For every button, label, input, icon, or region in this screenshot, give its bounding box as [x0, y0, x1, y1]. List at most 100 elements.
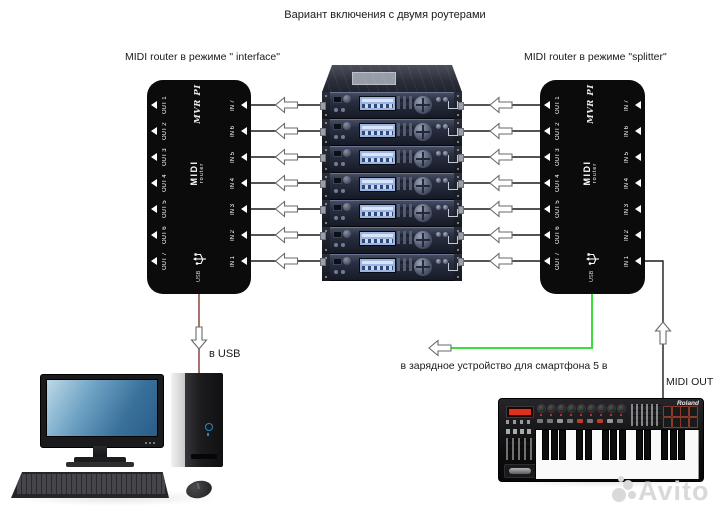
watermark-text: Avito — [638, 476, 710, 506]
in-port-label: IN 1 — [624, 255, 630, 267]
black-key — [584, 430, 592, 460]
out-port-triangle — [544, 153, 550, 161]
usb-connection-label: в USB — [209, 348, 241, 360]
in-port-triangle — [635, 153, 641, 161]
synth-brand-logo: Roland — [676, 400, 699, 407]
out-port-triangle — [151, 257, 157, 265]
monitor-stand-foot — [66, 462, 134, 467]
in-port-triangle — [635, 127, 641, 135]
synth-knob — [607, 404, 616, 413]
out-port-triangle — [544, 179, 550, 187]
synth-button-row — [537, 419, 629, 424]
synth-knob-led — [570, 414, 572, 416]
synth-small-button — [597, 419, 603, 423]
black-key — [559, 430, 567, 460]
synth-pad — [680, 417, 690, 428]
black-key — [618, 430, 626, 460]
router-brand-label: MVR PI — [193, 84, 203, 124]
synth-knob-led — [620, 414, 622, 416]
rack-sound-module — [320, 200, 464, 227]
in-port-triangle — [635, 179, 641, 187]
synth-pad — [663, 406, 672, 417]
computer-keyboard — [11, 472, 169, 498]
synth-pad — [671, 417, 681, 428]
in-port-triangle — [635, 257, 641, 265]
midi-logo-text: MIDI — [582, 160, 592, 186]
in-port-label: IN 6 — [624, 125, 630, 137]
rack-top-panel — [322, 65, 462, 92]
out-port-triangle — [151, 205, 157, 213]
usb-port-label: USB — [196, 270, 202, 282]
synth-small-button — [567, 419, 573, 423]
out-port-label: OUT 6 — [162, 226, 168, 244]
router-logo-text: router — [592, 162, 598, 184]
synth-knob — [547, 404, 556, 413]
black-key — [542, 430, 550, 460]
synth-piano-keys — [535, 429, 699, 480]
out-port-label: OUT 1 — [162, 96, 168, 114]
out-port-label: OUT 3 — [555, 148, 561, 166]
out-port-label: OUT 3 — [162, 148, 168, 166]
in-port-label: IN 5 — [624, 151, 630, 163]
synth-small-button — [547, 419, 553, 423]
in-port-label: IN 7 — [230, 99, 236, 111]
rack-module-stack — [320, 65, 464, 281]
synth-pad — [680, 406, 690, 417]
synth-knob-led — [560, 414, 562, 416]
black-key — [610, 430, 618, 460]
synth-knob-led — [590, 414, 592, 416]
synth-display-buttons — [506, 420, 532, 424]
out-port-label: OUT 4 — [162, 174, 168, 192]
in-port-label: IN 4 — [230, 177, 236, 189]
out-port-label: OUT 5 — [555, 200, 561, 218]
in-port-triangle — [241, 205, 247, 213]
out-port-triangle — [544, 101, 550, 109]
black-key — [644, 430, 652, 460]
synth-small-button — [617, 419, 623, 423]
midi-out-label: MIDI OUT — [666, 376, 714, 388]
synth-knob — [557, 404, 566, 413]
rack-top-sticker — [352, 72, 396, 85]
in-port-triangle — [635, 231, 641, 239]
right-router-caption: MIDI router в режиме "splitter" — [524, 51, 667, 63]
usb-icon — [584, 251, 600, 267]
out-port-label: OUT 1 — [555, 96, 561, 114]
synth-knob-led — [600, 414, 602, 416]
synth-control-grid — [506, 438, 532, 460]
in-port-triangle — [241, 231, 247, 239]
monitor-screen — [46, 379, 158, 437]
left-router-caption: MIDI router в режиме " interface" — [125, 51, 280, 63]
out-port-triangle — [544, 205, 550, 213]
in-port-triangle — [241, 101, 247, 109]
watermark-logo-circle — [618, 476, 624, 482]
midi-controller-keyboard: Roland — [498, 398, 704, 482]
white-key — [689, 430, 699, 479]
tower-drive-slot — [191, 454, 217, 459]
tower-side-panel — [171, 373, 185, 467]
out-port-triangle — [544, 127, 550, 135]
synth-knob — [587, 404, 596, 413]
black-key — [678, 430, 686, 460]
synth-knob — [617, 404, 626, 413]
synth-transport-buttons — [506, 429, 532, 434]
synth-knob-led — [610, 414, 612, 416]
watermark-logo-circle — [623, 480, 633, 490]
black-key — [601, 430, 609, 460]
synth-pitch-bender — [504, 464, 536, 478]
out-port-label: OUT 7 — [555, 252, 561, 270]
in-port-triangle — [635, 205, 641, 213]
watermark-logo-circle — [612, 488, 626, 502]
in-port-label: IN 3 — [624, 203, 630, 215]
synth-label-matrix — [631, 404, 661, 426]
watermark-logo-circle — [628, 491, 636, 499]
synth-pad — [671, 406, 681, 417]
synth-pad — [689, 417, 699, 428]
synth-knob-led — [550, 414, 552, 416]
computer-tower — [171, 373, 223, 467]
out-port-label: OUT 7 — [162, 252, 168, 270]
rack-sound-module — [320, 119, 464, 146]
midi-logo-text: MIDI — [189, 160, 199, 186]
router-logo-text: router — [199, 162, 205, 184]
